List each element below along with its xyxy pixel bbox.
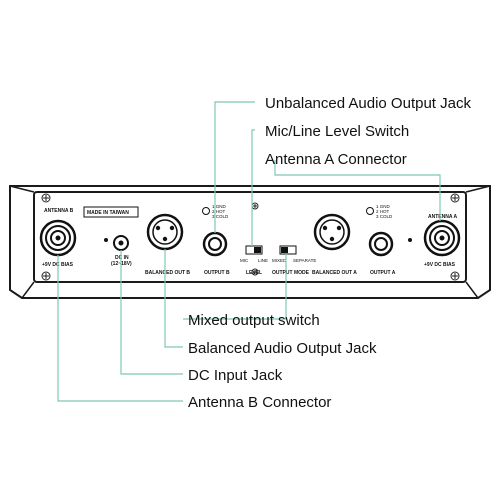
pin-legend-hot: 2 HOT xyxy=(376,209,390,214)
level-label: LEVEL xyxy=(246,270,262,276)
balanced-out-a-xlr[interactable] xyxy=(313,213,351,251)
screw-icon xyxy=(450,271,460,281)
callout-antenna-b: Antenna B Connector xyxy=(188,394,331,411)
indicator-dot xyxy=(104,238,108,242)
leader-antenna-a xyxy=(274,160,441,221)
screw-icon xyxy=(450,193,460,203)
leader-balanced xyxy=(164,249,183,348)
mixed-label: MIXED xyxy=(272,258,287,263)
callout-mixed-output: Mixed output switch xyxy=(188,312,320,329)
callout-dc-input: DC Input Jack xyxy=(188,367,283,384)
leader-antenna-b xyxy=(57,255,183,402)
balanced-out-b-label: BALANCED OUT B xyxy=(145,270,190,276)
pin-legend-hot: 2 HOT xyxy=(212,209,226,214)
indicator-dot xyxy=(408,238,412,242)
mic-label: MIC xyxy=(240,258,249,263)
callout-mic-line-switch: Mic/Line Level Switch xyxy=(265,123,409,140)
pin-legend-cold: 3 COLD xyxy=(212,214,229,219)
antenna-a-label: ANTENNA A xyxy=(428,214,457,220)
output-b-label: OUTPUT B xyxy=(204,270,230,276)
made-in-box xyxy=(83,206,139,218)
pin-legend-a: 1 GND 2 HOT 3 COLD xyxy=(366,204,393,219)
pin-legend-cold: 3 COLD xyxy=(376,214,393,219)
output-mode-switch[interactable] xyxy=(279,245,297,255)
balanced-out-a-label: BALANCED OUT A xyxy=(312,270,357,276)
dc-in-label: DC IN xyxy=(115,255,129,261)
line-label: LINE xyxy=(258,258,268,263)
output-mode-label: OUTPUT MODE xyxy=(272,270,310,276)
antenna-b-label: ANTENNA B xyxy=(44,208,74,214)
output-b-jack[interactable] xyxy=(202,231,228,257)
screw-icon xyxy=(41,193,51,203)
made-in-label: MADE IN TAIWAN xyxy=(87,210,129,216)
balanced-out-b-xlr[interactable] xyxy=(146,213,184,251)
mic-line-level-switch[interactable] xyxy=(245,245,263,255)
dc-input-jack[interactable] xyxy=(113,235,129,251)
leader-mixed xyxy=(183,254,287,320)
antenna-a-bias-label: +9V DC BIAS xyxy=(424,262,456,268)
pin-legend-gnd: 1 GND xyxy=(376,204,391,209)
separate-label: SEPARATE xyxy=(293,258,316,263)
leader-unbalanced xyxy=(214,101,255,233)
output-a-label: OUTPUT A xyxy=(370,270,396,276)
leader-mic-line xyxy=(251,129,255,246)
screw-icon xyxy=(251,268,259,276)
pin-legend-b: 1 GND 2 HOT 3 COLD xyxy=(202,204,229,219)
leader-dc xyxy=(120,250,183,375)
antenna-b-connector[interactable] xyxy=(39,219,77,257)
callout-lines xyxy=(57,101,441,402)
screw-icon xyxy=(251,202,259,210)
callout-unbalanced-output: Unbalanced Audio Output Jack xyxy=(265,95,471,112)
callout-balanced-output: Balanced Audio Output Jack xyxy=(188,340,377,357)
pin-legend-gnd: 1 GND xyxy=(212,204,227,209)
callout-antenna-a: Antenna A Connector xyxy=(265,151,407,168)
screw-icon xyxy=(41,271,51,281)
output-a-jack[interactable] xyxy=(368,231,394,257)
receiver-rear-panel xyxy=(9,185,491,299)
antenna-a-connector[interactable] xyxy=(423,219,461,257)
